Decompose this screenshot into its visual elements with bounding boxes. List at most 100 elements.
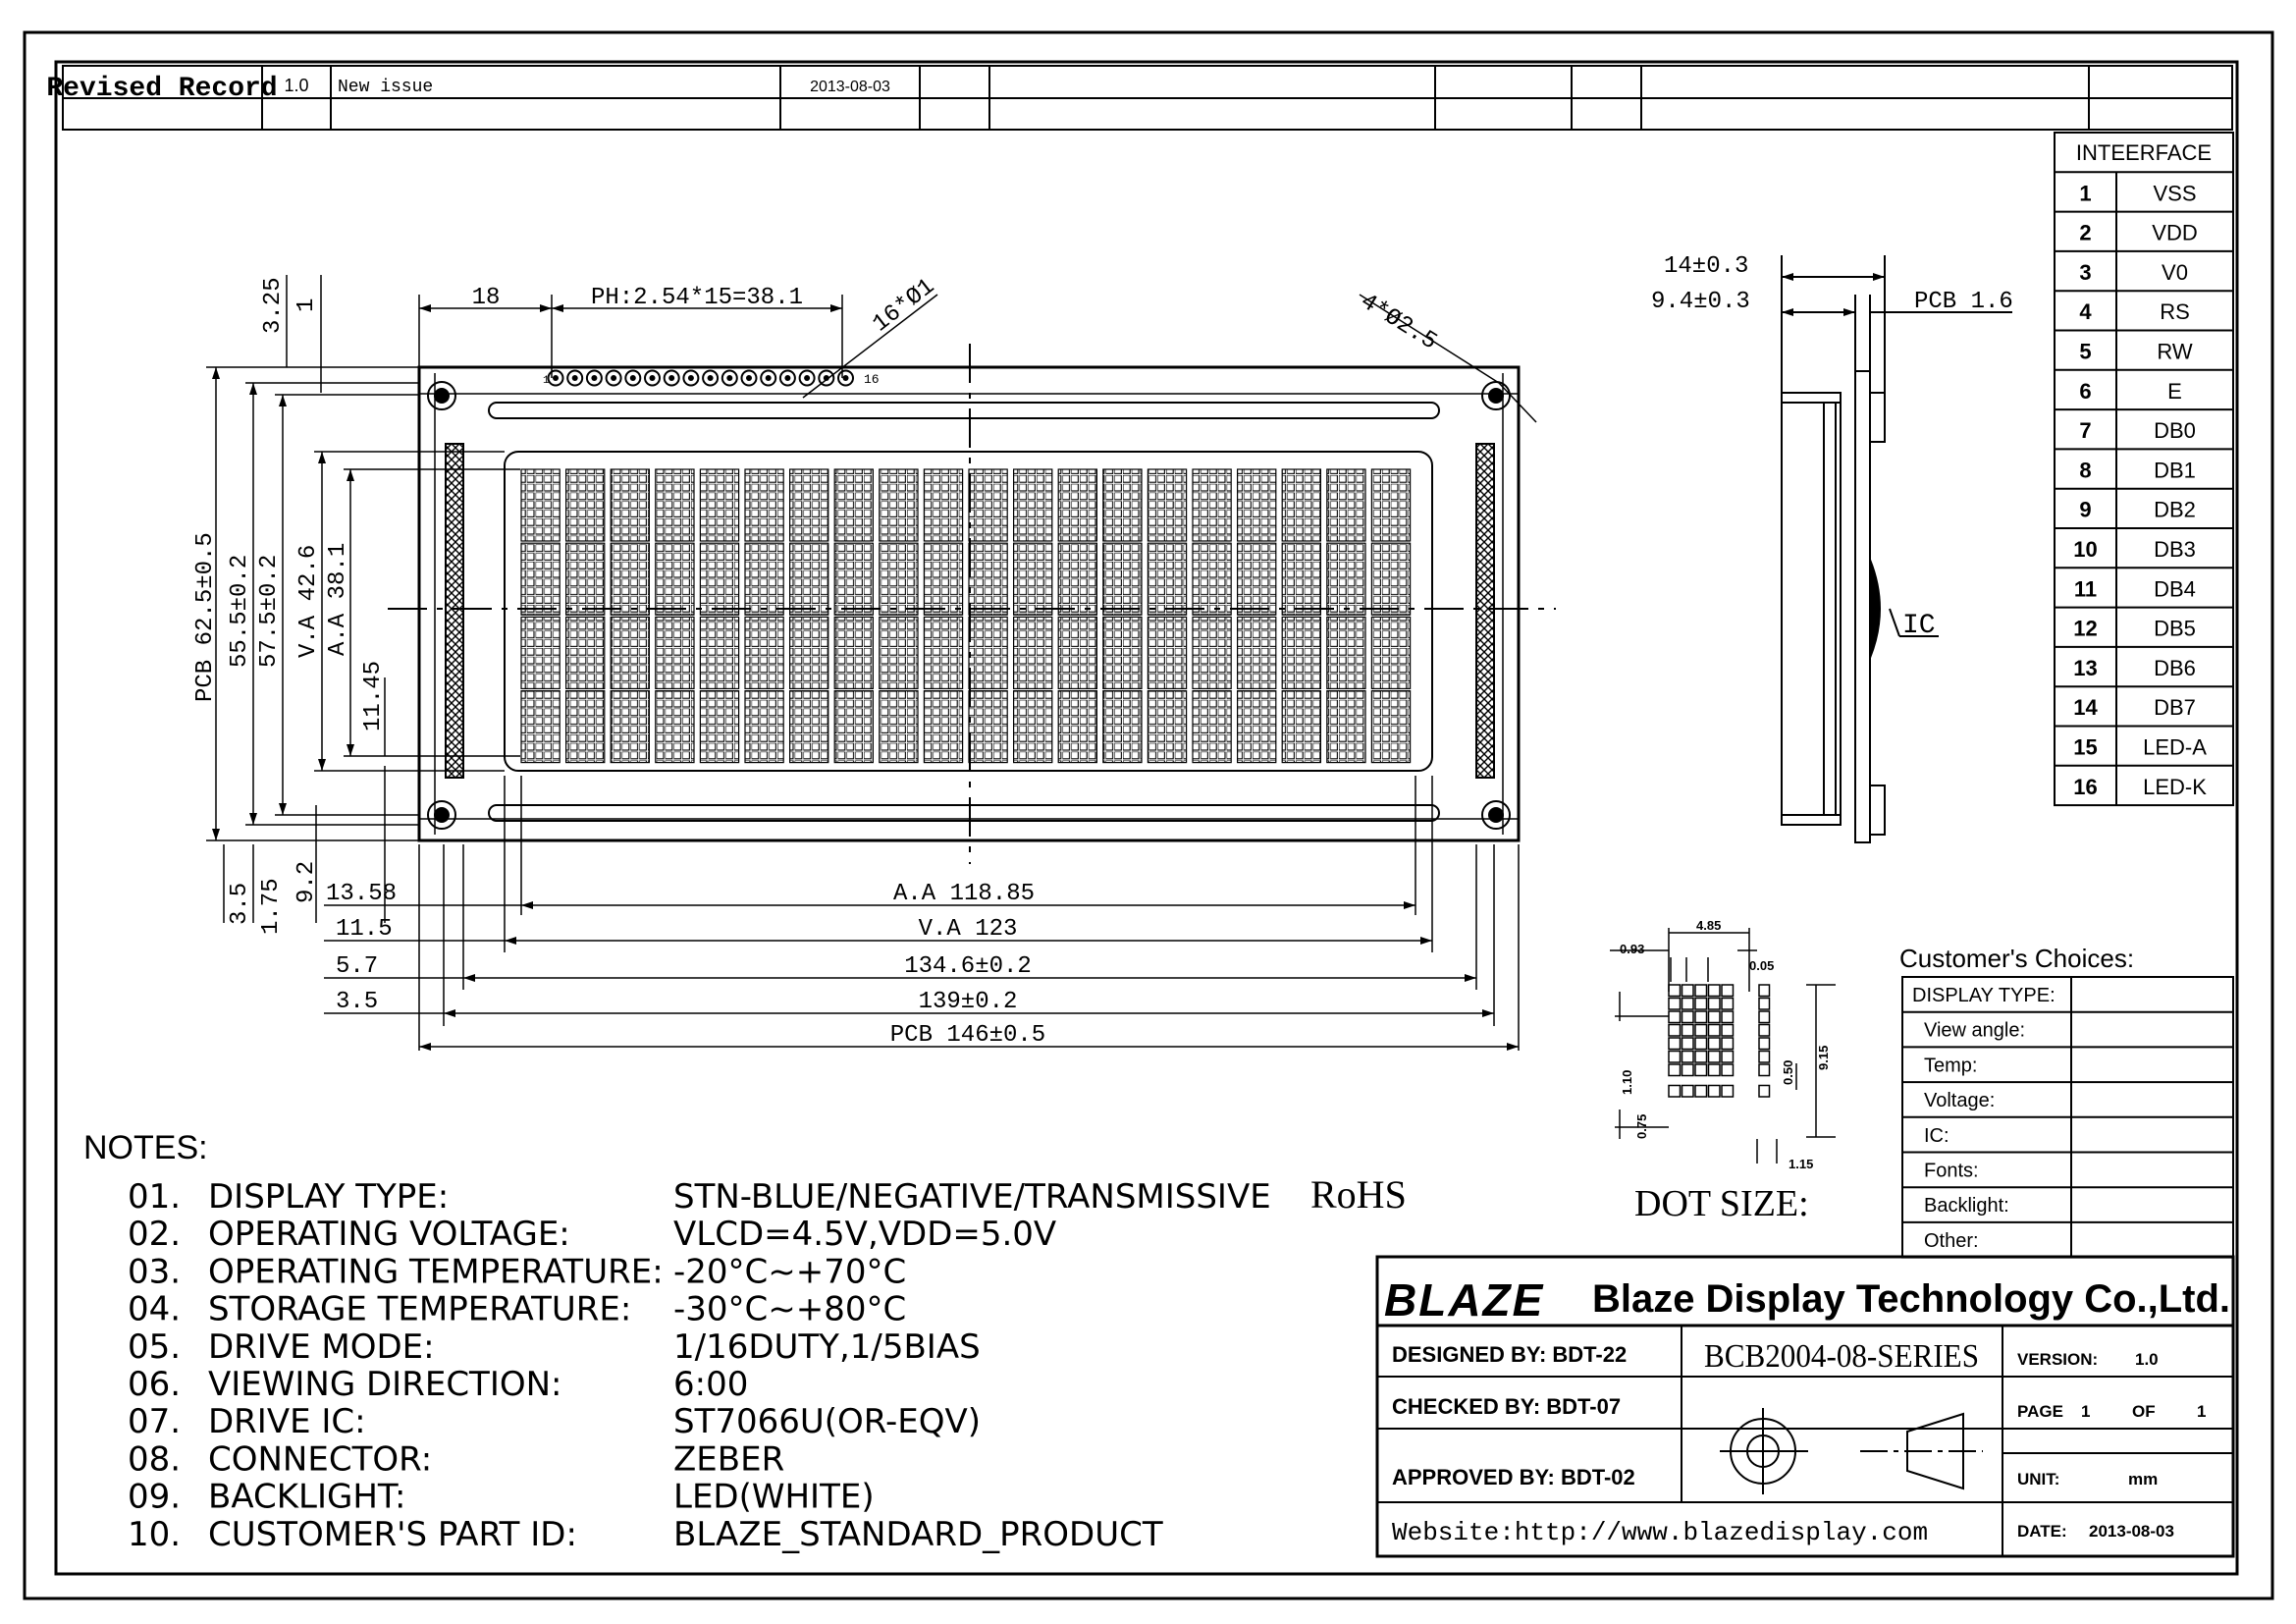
dot-cell: [1668, 1037, 1682, 1051]
dot-cell: [1694, 1050, 1708, 1063]
interface-pin-name: V0: [2162, 260, 2188, 285]
interface-pin-no: 13: [2073, 656, 2097, 680]
dot-cell: [1758, 1063, 1771, 1077]
front-dimensions: [206, 275, 1537, 1051]
dot-cell: [1758, 984, 1771, 998]
char-cell: [1147, 542, 1188, 616]
dot-cell: [1758, 1050, 1771, 1063]
dim-side-94: 9.4±0.3: [1651, 289, 1750, 315]
dot-cell: [1694, 997, 1708, 1010]
arrowhead: [419, 304, 431, 312]
dot-cell: [1681, 997, 1694, 1010]
page-value: 1: [2081, 1402, 2090, 1421]
dim-top-b: 1: [294, 298, 320, 312]
brand-logo: BLAZE: [1384, 1274, 1544, 1326]
dot-cell: [1668, 997, 1682, 1010]
char-cell: [1236, 689, 1277, 764]
zebra-right: [1475, 443, 1495, 779]
dot-cell: [1758, 1023, 1771, 1037]
outer-frame: [23, 30, 2274, 1600]
char-cell: [968, 689, 1008, 764]
interface-pin-name: DB6: [2154, 656, 2196, 680]
arrowhead: [830, 304, 842, 312]
char-cell: [655, 468, 695, 542]
choice-label: Temp:: [1924, 1055, 1977, 1076]
interface-pin-no: 6: [2079, 379, 2091, 404]
char-cell: [1281, 542, 1321, 616]
char-cell: [655, 616, 695, 690]
char-cell: [1102, 689, 1143, 764]
dim-h-55: 55.5±0.2: [227, 555, 253, 668]
inner-frame: [54, 60, 2239, 1576]
char-cell: [968, 616, 1008, 690]
revision-date: 2013-08-03: [810, 79, 890, 95]
interface-pin-no: 4: [2079, 299, 2092, 324]
char-cell: [1012, 689, 1053, 764]
interface-pin-no: 1: [2079, 181, 2091, 205]
char-cell: [879, 689, 919, 764]
interface-pin-name: DB7: [2154, 695, 2196, 720]
char-cell: [879, 542, 919, 616]
interface-pin-name: RW: [2157, 340, 2192, 364]
dot-cell: [1707, 1023, 1721, 1037]
char-cell: [923, 616, 964, 690]
viewing-area: [504, 451, 1433, 772]
note-number: 07.: [128, 1402, 181, 1441]
note-label: OPERATING VOLTAGE:: [208, 1215, 570, 1254]
customer-choices: Customer's Choices: DISPLAY TYPE:View an…: [1899, 944, 2234, 1259]
dot-cell: [1681, 1063, 1694, 1077]
pin-last-label: 16: [864, 372, 880, 387]
mounting-hole: [427, 381, 456, 410]
char-cell: [923, 542, 964, 616]
choice-label: Fonts:: [1924, 1161, 1979, 1182]
dim-w-aa: A.A 118.85: [893, 881, 1035, 907]
dot-cell: [1707, 1037, 1721, 1051]
revision-record: Revised Record 1.0 New issue 2013-08-03: [46, 65, 2233, 131]
char-cell: [1326, 468, 1366, 542]
char-cell: [1012, 542, 1053, 616]
dot-005: 0.05: [1749, 958, 1774, 973]
char-cell: [788, 616, 829, 690]
interface-pin-no: 7: [2079, 418, 2091, 443]
connector-pin-center: [571, 375, 578, 381]
dot-cell: [1721, 1050, 1735, 1063]
dim-pin-pitch: PH:2.54*15=38.1: [591, 285, 803, 311]
char-cell: [1012, 468, 1053, 542]
char-cell: [1057, 616, 1097, 690]
note-number: 06.: [128, 1365, 181, 1404]
dot-cell: [1681, 1037, 1694, 1051]
title-block: BLAZE Blaze Display Technology Co.,Ltd. …: [1375, 1255, 2235, 1558]
note-number: 08.: [128, 1439, 181, 1479]
char-cell: [1236, 542, 1277, 616]
dim-w-57: 5.7: [336, 953, 378, 980]
char-cell: [564, 616, 606, 690]
dim-w-115: 11.5: [336, 916, 393, 943]
char-cell: [1192, 689, 1232, 764]
char-cell: [1370, 542, 1412, 616]
dim-h-57: 57.5±0.2: [256, 555, 283, 668]
dot-cell: [1707, 1050, 1721, 1063]
char-cell: [744, 689, 784, 764]
connector-pin: [837, 369, 854, 387]
mounting-hole-center: [434, 388, 450, 404]
dot-485: 4.85: [1696, 918, 1721, 933]
char-cell: [1102, 542, 1143, 616]
connector-pin-center: [611, 375, 617, 381]
page-label: PAGE: [2017, 1402, 2063, 1421]
connector-pin-center: [668, 375, 675, 381]
dot-cell: [1681, 1023, 1694, 1037]
connector-pin-center: [804, 375, 811, 381]
mounting-hole-center: [1488, 807, 1504, 823]
arrowhead: [279, 395, 287, 406]
dot-cell: [1707, 1010, 1721, 1024]
dot-size-detail: 4.85 0.93 0.05 9.15 0.50 1.10 0.75 1.15 …: [1610, 918, 1836, 1224]
char-cell: [520, 542, 561, 616]
note-label: OPERATING TEMPERATURE:: [208, 1252, 664, 1291]
connector-pin: [605, 369, 622, 387]
char-cell: [1057, 468, 1097, 542]
dim-side-pcb: PCB 1.6: [1914, 289, 2013, 315]
dot-cell: [1758, 1010, 1771, 1024]
arrowhead: [1420, 937, 1432, 945]
interface-pin-no: 14: [2073, 695, 2098, 720]
dot-cell: [1721, 1023, 1735, 1037]
